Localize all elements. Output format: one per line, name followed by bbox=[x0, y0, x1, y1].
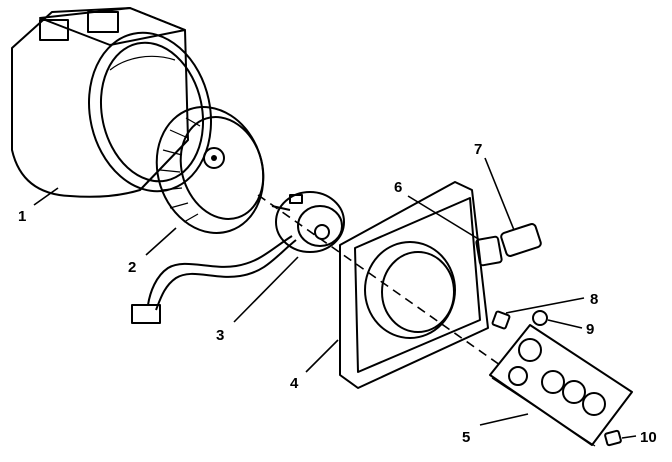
mounting-plate bbox=[339, 181, 489, 389]
callout-2: 2 bbox=[128, 259, 136, 276]
callout-3: 3 bbox=[216, 327, 224, 344]
nut bbox=[604, 429, 622, 447]
leader-1 bbox=[33, 187, 59, 206]
callout-4: 4 bbox=[290, 375, 299, 392]
grommet bbox=[532, 310, 548, 326]
leader-2 bbox=[145, 227, 177, 256]
callout-9: 9 bbox=[586, 321, 594, 338]
callout-7: 7 bbox=[474, 141, 482, 158]
leader-8 bbox=[505, 297, 585, 314]
leader-6 bbox=[407, 195, 481, 241]
leader-10 bbox=[621, 435, 637, 439]
leader-9 bbox=[547, 319, 583, 329]
callout-8: 8 bbox=[590, 291, 598, 308]
leader-4 bbox=[305, 339, 339, 373]
blower-motor bbox=[271, 191, 345, 253]
leader-lines bbox=[33, 157, 637, 439]
bushing bbox=[491, 310, 511, 330]
limit-switch bbox=[475, 235, 503, 267]
blower-housing bbox=[11, 7, 213, 198]
leader-5 bbox=[479, 413, 529, 426]
blower-wheel bbox=[155, 106, 265, 234]
motor-wiring-harness bbox=[131, 235, 297, 324]
control-cover-plate bbox=[489, 324, 633, 447]
callout-10: 10 bbox=[640, 429, 657, 446]
relay bbox=[500, 223, 542, 257]
leader-3 bbox=[233, 256, 299, 323]
callout-6: 6 bbox=[394, 179, 402, 196]
leader-7 bbox=[484, 157, 515, 231]
callout-labels: 1 2 3 4 5 6 7 8 9 10 bbox=[18, 141, 657, 446]
callout-1: 1 bbox=[18, 208, 26, 225]
callout-5: 5 bbox=[462, 429, 470, 446]
